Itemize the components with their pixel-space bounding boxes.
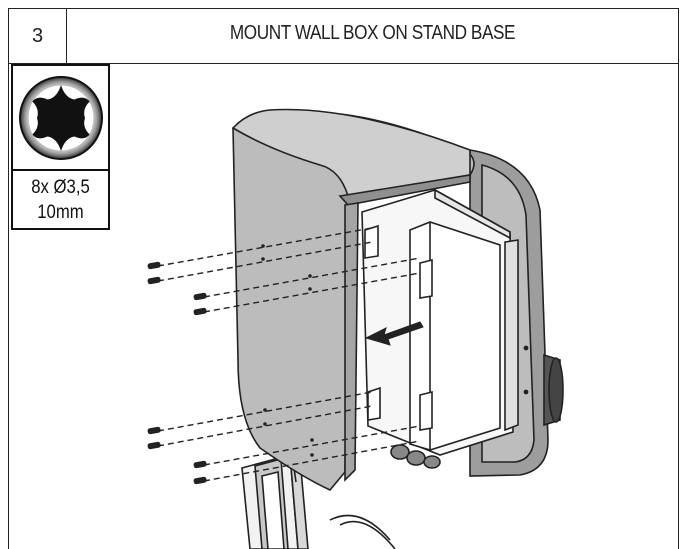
screw (193, 307, 207, 316)
wall-box (361, 188, 519, 469)
tool-requirement-box: 8x Ø3,5 10mm (11, 64, 110, 230)
stand-post (241, 453, 396, 549)
screw (147, 276, 161, 285)
screw (147, 426, 161, 435)
torx-icon (13, 66, 108, 171)
screws (147, 261, 207, 485)
screw-quantity-size: 8x Ø3,5 (31, 176, 90, 198)
step-header: 3 MOUNT WALL BOX ON STAND BASE (9, 9, 678, 64)
arrow-left-icon (364, 321, 424, 346)
screw-spec: 8x Ø3,5 10mm (19, 171, 103, 228)
screw-axis-lines (157, 227, 421, 482)
screw-length: 10mm (37, 201, 84, 223)
screw (147, 261, 161, 270)
screw-holes (261, 244, 314, 457)
screw (147, 441, 161, 450)
step-number: 3 (9, 9, 67, 63)
front-cover (231, 108, 475, 491)
instruction-frame: 3 MOUNT WALL BOX ON STAND BASE (8, 8, 679, 549)
screw (193, 460, 207, 469)
screw (193, 292, 207, 301)
step-title: MOUNT WALL BOX ON STAND BASE (229, 21, 516, 44)
screw (193, 476, 207, 485)
